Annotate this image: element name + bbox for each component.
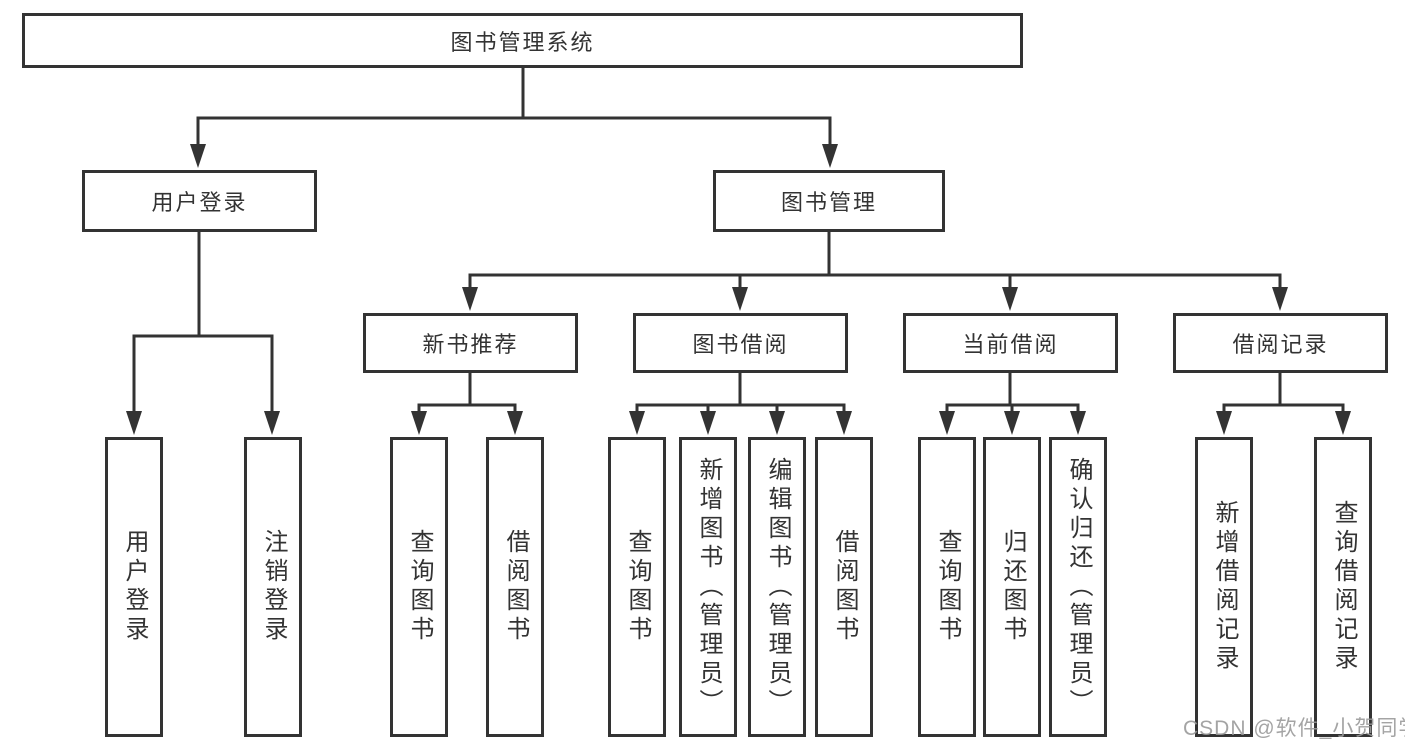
leaf-borrow-books-recommend-label: 借阅图书 (502, 529, 529, 645)
leaf-logout-label: 注销登录 (260, 529, 287, 645)
leaf-return-book-label: 归还图书 (999, 529, 1026, 645)
leaf-query-borrow-record-label: 查询借阅记录 (1330, 500, 1357, 674)
node-borrow-records-label: 借阅记录 (1232, 332, 1329, 357)
leaf-query-books-current: 查询图书 (918, 437, 976, 737)
leaf-user-login-label: 用户登录 (121, 529, 148, 645)
node-root-label: 图书管理系统 (450, 29, 595, 55)
node-root-system: 图书管理系统 (22, 13, 1023, 68)
leaf-confirm-return-admin: 确认归还（管理员） (1049, 437, 1107, 737)
leaf-query-books-current-label: 查询图书 (934, 529, 961, 645)
node-current-borrow-label: 当前借阅 (962, 332, 1059, 357)
leaf-add-book-admin-label: 新增图书（管理员） (695, 456, 722, 718)
csdn-watermark: CSDN @软件_小贺同学 (1183, 717, 1405, 740)
leaf-query-books-recommend: 查询图书 (390, 437, 448, 737)
leaf-logout: 注销登录 (244, 437, 302, 737)
node-new-book-recommend-label: 新书推荐 (422, 332, 519, 357)
leaf-query-books-recommend-label: 查询图书 (406, 529, 433, 645)
leaf-add-borrow-record-label: 新增借阅记录 (1211, 500, 1238, 674)
node-new-book-recommend: 新书推荐 (363, 313, 578, 373)
arrowheads (126, 144, 1351, 435)
node-user-login-label: 用户登录 (151, 190, 248, 215)
leaf-edit-book-admin: 编辑图书（管理员） (748, 437, 806, 737)
node-borrow-records: 借阅记录 (1173, 313, 1388, 373)
leaf-edit-book-admin-label: 编辑图书（管理员） (764, 456, 791, 718)
node-book-borrow-label: 图书借阅 (692, 332, 789, 357)
leaf-confirm-return-admin-label: 确认归还（管理员） (1065, 456, 1092, 718)
leaf-borrow-books: 借阅图书 (815, 437, 873, 737)
leaf-query-books-borrow: 查询图书 (608, 437, 666, 737)
leaf-add-book-admin: 新增图书（管理员） (679, 437, 737, 737)
leaf-query-borrow-record: 查询借阅记录 (1314, 437, 1372, 737)
node-book-borrow: 图书借阅 (633, 313, 848, 373)
node-book-management: 图书管理 (713, 170, 945, 232)
leaf-return-book: 归还图书 (983, 437, 1041, 737)
leaf-borrow-books-label: 借阅图书 (831, 529, 858, 645)
node-user-login: 用户登录 (82, 170, 317, 232)
node-book-management-label: 图书管理 (780, 190, 877, 215)
leaf-add-borrow-record: 新增借阅记录 (1195, 437, 1253, 737)
node-current-borrow: 当前借阅 (903, 313, 1118, 373)
leaf-user-login: 用户登录 (105, 437, 163, 737)
leaf-borrow-books-recommend: 借阅图书 (486, 437, 544, 737)
leaf-query-books-borrow-label: 查询图书 (624, 529, 651, 645)
